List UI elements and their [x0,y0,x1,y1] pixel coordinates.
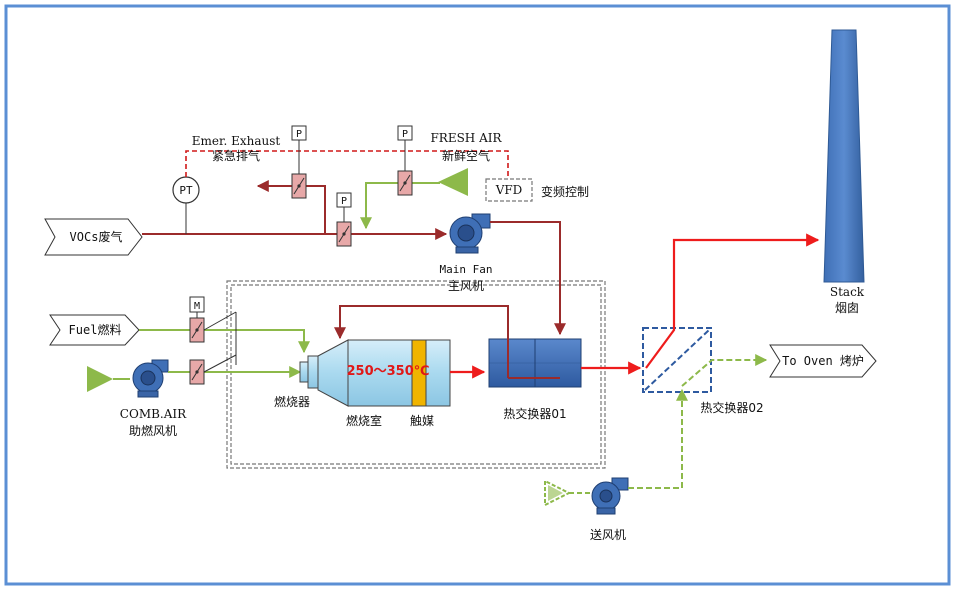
stack-label-en: Stack [830,285,865,299]
to-oven-outlet: To Oven 烤炉 [769,344,877,378]
fuel-arrow-icon [49,314,140,346]
burner: 燃烧器 [274,355,319,409]
hx02-label: 热交换器02 [700,400,763,415]
p-box [336,192,352,208]
heat-exchanger-02: 热交换器02 [642,327,764,415]
comb-air-damper [189,359,205,385]
stack-label-cn: 烟囱 [835,301,859,315]
hx01-label: 热交换器01 [503,406,566,421]
supply-fan-label: 送风机 [590,527,626,542]
fresh-air-fan-icon [438,168,468,196]
p-box [291,125,307,141]
oven-arrow-icon [769,344,877,378]
fan-icon [132,359,169,398]
emergency-exhaust-duct [256,180,326,234]
svg-text:P: P [296,129,302,140]
fan-icon [591,477,629,515]
fresh-air-damper: P [397,125,413,196]
main-fan-label-en: Main Fan [440,263,493,276]
svg-text:M: M [194,301,200,312]
control-signal-line [185,150,509,178]
main-fan-label-cn: 主风机 [448,279,484,293]
vfd-label: VFD [495,183,523,197]
fresh-air-duct [360,182,440,230]
m-box [189,296,205,313]
emer-exhaust-label-en: Emer. Exhaust [192,134,281,148]
fresh-air-label-cn: 新鲜空气 [442,148,490,163]
dilution-damper: P [336,192,352,247]
fan-icon [449,213,491,254]
fuel-line [139,329,310,354]
comb-air-inlet-icon [87,366,113,392]
hx02-to-stack-flow [645,233,820,369]
fresh-air-label-en: FRESH AIR [430,131,502,145]
stack: Stack 烟囱 [823,29,865,315]
vocs-inlet: VOCs废气 [44,218,143,256]
heat-exchanger-icon [488,338,582,388]
fuel-label: Fuel燃料 [69,322,122,337]
oven-supply-line [681,354,768,387]
stack-icon [823,29,865,283]
svg-text:P: P [402,129,408,140]
burner-label: 燃烧器 [274,394,310,409]
fan-to-hx01-duct [490,221,566,336]
chamber-label: 燃烧室 [346,413,382,428]
pressure-transmitter: PT [172,176,200,234]
catalyst-label: 触媒 [410,414,434,428]
pt-label: PT [179,184,193,197]
combustion-chamber: 燃烧室 [317,339,451,428]
vfd-box: VFD [485,178,533,202]
vocs-label: VOCs废气 [70,229,123,244]
fuel-damper: M [189,296,205,343]
supply-fan-to-hx02-line [628,388,688,489]
vocs-arrow-icon [44,218,143,256]
supply-air-inlet-icon [544,479,572,507]
to-oven-label: To Oven 烤炉 [782,353,864,368]
comb-air-label-en: COMB.AIR [120,407,187,421]
vfd-control-label: 变频控制 [541,184,589,199]
diagram-frame [4,4,951,586]
emer-exhaust-label-cn: 紧急排气 [212,148,260,163]
comb-air-fan: COMB.AIR 助燃风机 [120,359,187,438]
comb-air-label-cn: 助燃风机 [129,423,177,438]
hx01-to-chamber-loop [334,305,509,378]
main-fan: Main Fan 主风机 [440,213,493,293]
damper-linkage [203,311,237,373]
temperature-label: 250～350℃ [346,364,429,379]
heat-exchanger-01: 热交换器01 [488,338,582,421]
p-box [397,125,413,141]
emergency-damper: P [291,125,307,199]
supply-air-inlet-fill [548,485,563,501]
catalyst-bed: 触媒 [410,339,434,428]
fuel-inlet: Fuel燃料 [49,314,140,346]
system-boundary [226,280,606,469]
supply-fan: 送风机 [590,477,629,542]
svg-text:P: P [341,196,347,207]
